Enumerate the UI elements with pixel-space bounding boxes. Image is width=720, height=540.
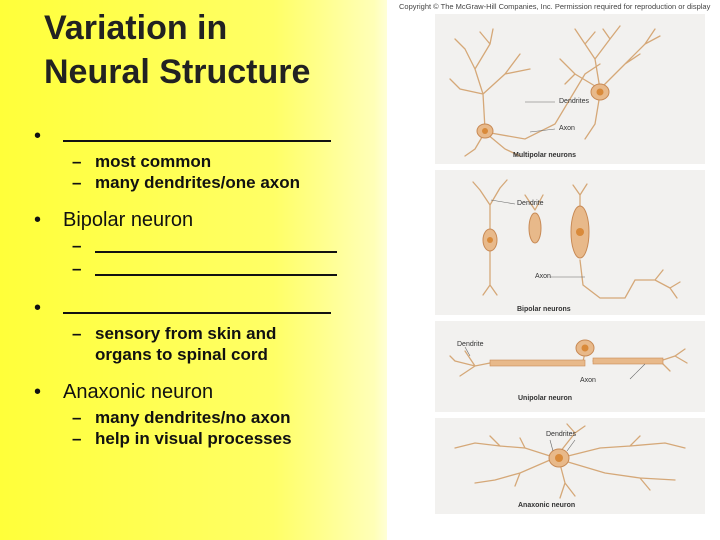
bullet-list: • –most common –many dendrites/one axon … xyxy=(34,117,354,449)
label-axon: Axon xyxy=(535,273,551,280)
sub-bullet-text: many dendrites/one axon xyxy=(95,173,300,192)
sub-bullet: –many dendrites/one axon xyxy=(72,173,300,192)
title-line-1: Variation in xyxy=(44,9,228,47)
anaxonic-panel: Dendrites Anaxonic neuron xyxy=(435,418,705,514)
sub-bullet-text: organs to spinal cord xyxy=(95,345,268,364)
sub-bullet-text: most common xyxy=(95,152,212,171)
bullet-blank-1: • xyxy=(34,124,354,148)
bullet-marker: • xyxy=(34,297,42,319)
sub-bullet: –many dendrites/no axon xyxy=(72,408,291,427)
label-dendrite: Dendrite xyxy=(457,341,484,348)
bullet-text: Anaxonic neuron xyxy=(63,381,214,403)
label-axon: Axon xyxy=(580,377,596,384)
multipolar-neuron-illustration xyxy=(449,25,661,157)
title-line-2: Neural Structure xyxy=(44,53,311,91)
panel-title-anaxonic: Anaxonic neuron xyxy=(518,502,576,509)
bullet-text: Bipolar neuron xyxy=(63,209,194,231)
neuron-figure: Copyright © The McGraw-Hill Companies, I… xyxy=(387,0,720,540)
label-dendrite: Dendrite xyxy=(517,200,544,207)
sub-bullet: –most common xyxy=(72,152,212,171)
fill-in-blank xyxy=(63,296,331,314)
fill-in-blank xyxy=(63,124,331,142)
sub-bullet: –help in visual processes xyxy=(72,429,292,448)
bullet-blank-2: • xyxy=(34,296,354,320)
label-dendrites: Dendrites xyxy=(559,98,589,105)
bullet-marker: • xyxy=(34,209,42,231)
sub-bullet: – xyxy=(34,235,354,258)
bullet-bipolar: • Bipolar neuron xyxy=(34,208,354,232)
label-axon: Axon xyxy=(559,125,575,132)
sub-bullet-text: sensory from skin and xyxy=(95,324,277,343)
panel-title-multipolar: Multipolar neurons xyxy=(513,152,576,159)
bipolar-neuron-illustration xyxy=(472,179,681,299)
sub-bullet: – xyxy=(34,258,354,281)
multipolar-panel: Dendrites Axon Multipolar neurons xyxy=(435,14,705,164)
bullet-anaxonic: • Anaxonic neuron xyxy=(34,380,354,404)
cell-body-icon xyxy=(528,212,542,244)
sub-bullet-text: help in visual processes xyxy=(95,429,292,448)
anaxonic-neuron-illustration xyxy=(454,423,686,499)
fill-in-blank xyxy=(95,235,337,253)
sub-bullet-text: many dendrites/no axon xyxy=(95,408,291,427)
slide-title: Variation in Neural Structure xyxy=(44,6,310,94)
fill-in-blank xyxy=(95,258,337,276)
bullet-marker: • xyxy=(34,381,42,403)
unipolar-panel: Dendrite Axon Unipolar neuron xyxy=(435,321,705,412)
label-dendrites: Dendrites xyxy=(546,431,576,438)
bullet-marker: • xyxy=(34,125,42,147)
bipolar-panel: Dendrite Axon Bipolar neurons xyxy=(435,170,705,315)
unipolar-neuron-illustration xyxy=(449,339,688,380)
panel-title-unipolar: Unipolar neuron xyxy=(518,395,573,402)
copyright-notice: Copyright © The McGraw-Hill Companies, I… xyxy=(399,2,711,11)
panel-title-bipolar: Bipolar neurons xyxy=(517,306,571,313)
